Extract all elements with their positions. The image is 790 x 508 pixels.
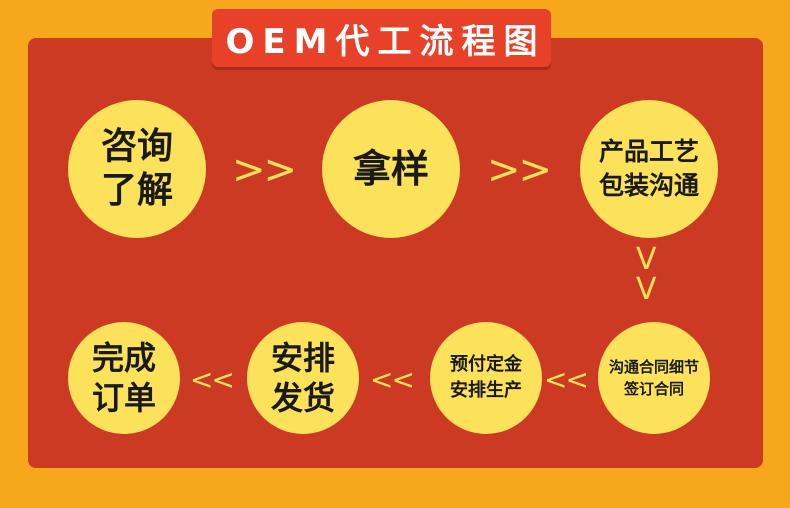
step-ship: 安排 发货	[247, 322, 359, 434]
step-complete: 完成 订单	[68, 322, 180, 434]
step-contract: 沟通合同细节 签订合同	[598, 322, 710, 434]
arrow-left-2: <<	[370, 363, 415, 396]
step-consult-label: 咨询 了解	[100, 126, 173, 211]
step-contract-label: 沟通合同细节 签订合同	[608, 358, 699, 398]
step-craft-packaging-label: 产品工艺 包装沟通	[598, 137, 699, 200]
step-deposit-production-label: 预付定金 安排生产	[450, 354, 522, 401]
step-craft-packaging: 产品工艺 包装沟通	[580, 100, 718, 238]
arrow-right-1: >>	[232, 147, 297, 193]
step-deposit-production: 预付定金 安排生产	[430, 322, 542, 434]
step-complete-label: 完成 订单	[91, 339, 156, 417]
arrow-right-2: >>	[487, 147, 552, 193]
title-banner: OEM代工流程图	[212, 9, 551, 67]
arrow-down: V V	[636, 242, 657, 307]
step-sample-label: 拿样	[352, 147, 429, 191]
arrow-left-1: <<	[544, 363, 589, 396]
arrow-left-3: <<	[190, 363, 235, 396]
step-ship-label: 安排 发货	[270, 339, 335, 417]
diagram-title: OEM代工流程图	[225, 21, 546, 62]
step-consult: 咨询 了解	[68, 100, 206, 238]
step-sample: 拿样	[322, 100, 460, 238]
